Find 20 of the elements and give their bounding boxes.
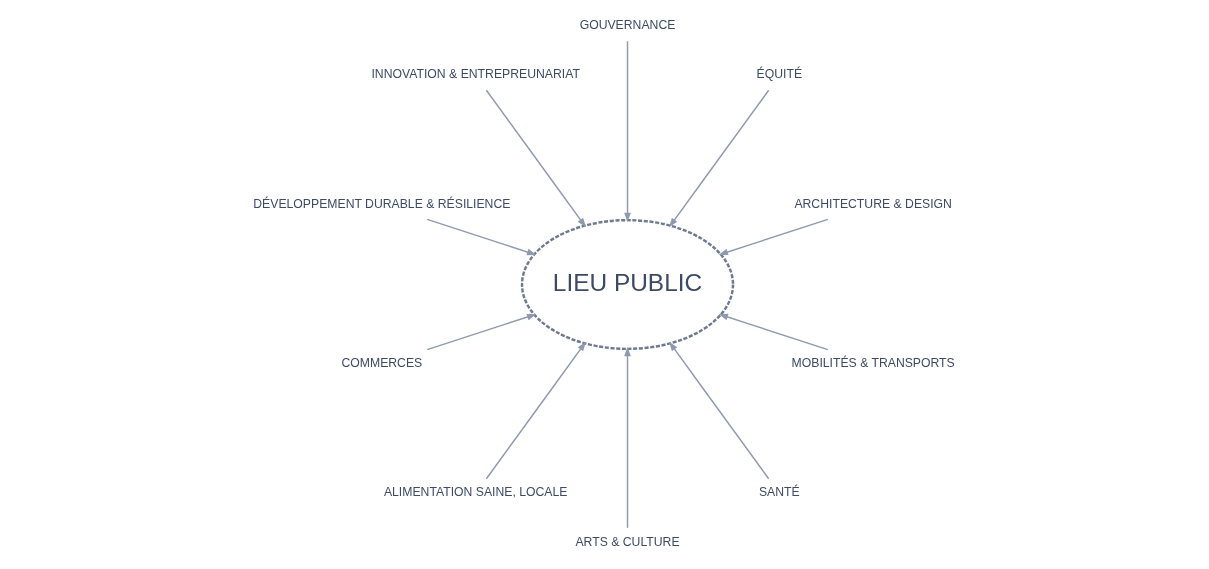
arrow <box>718 313 829 351</box>
arrow <box>669 89 770 228</box>
node-text: GOUVERNANCE <box>579 18 676 33</box>
arrow <box>426 313 537 351</box>
node-text: SANTÉ <box>758 485 800 500</box>
arrow <box>669 341 770 480</box>
node-text: DÉVELOPPEMENT DURABLE & RÉSILIENCE <box>253 196 511 211</box>
node-text: MOBILITÉS & TRANSPORTS <box>791 356 955 371</box>
node-text: COMMERCES <box>341 356 423 371</box>
node-text: ALIMENTATION SAINE, LOCALE <box>383 485 568 500</box>
arrow <box>426 218 537 256</box>
node-text: ARTS & CULTURE <box>575 534 680 549</box>
node-text: ÉQUITÉ <box>756 67 803 82</box>
node-text: INNOVATION & ENTREPREUNARIAT <box>371 67 580 82</box>
arrow <box>718 218 829 256</box>
node-text: ARCHITECTURE & DESIGN <box>794 196 952 211</box>
arrow <box>485 89 586 228</box>
arrow <box>624 346 631 529</box>
arrow <box>485 341 586 480</box>
arrow <box>624 40 631 223</box>
